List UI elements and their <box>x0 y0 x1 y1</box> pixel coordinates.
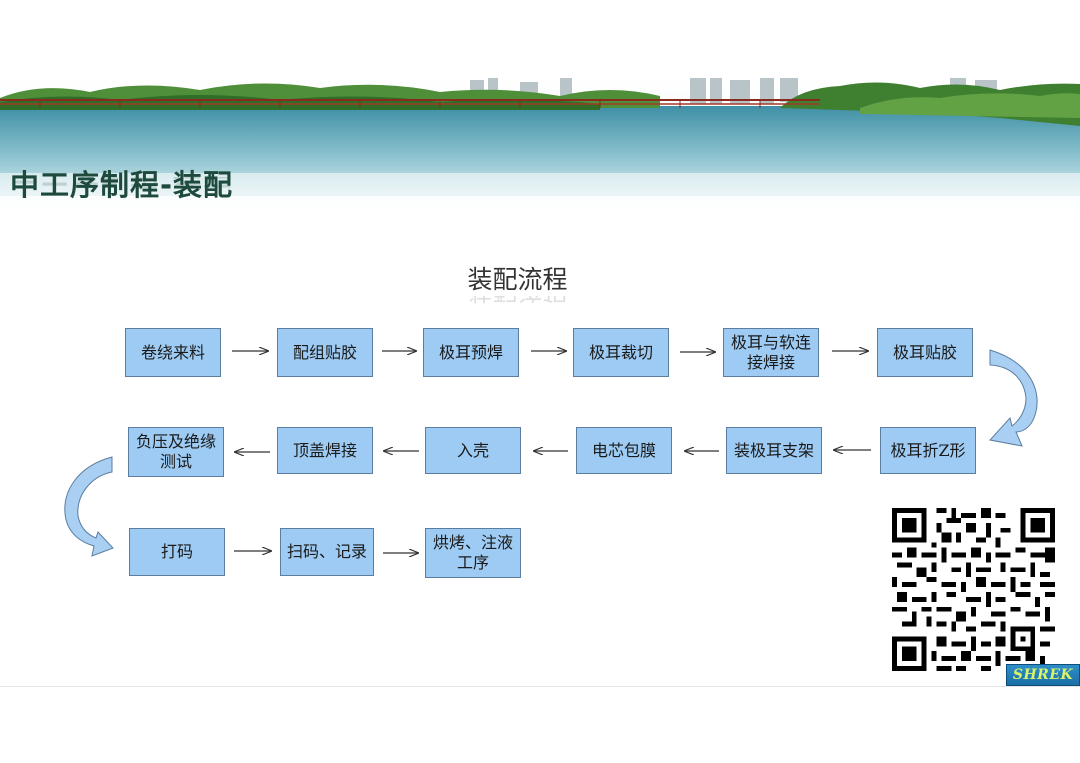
step-box-4: 极耳裁切 <box>573 328 669 377</box>
brand-logo: SHREK <box>1006 664 1080 686</box>
step-box-8: 装极耳支架 <box>726 427 822 474</box>
qr-code <box>892 508 1055 671</box>
landscape-banner-image <box>0 78 1080 218</box>
step-box-7: 极耳折Z形 <box>880 427 976 474</box>
step-box-5: 极耳与软连接焊接 <box>723 328 819 377</box>
curved-arrow-left <box>64 456 114 557</box>
qr-code-pattern <box>892 508 1055 671</box>
step-box-2: 配组贴胶 <box>277 328 373 377</box>
curved-arrow-right <box>989 349 1038 447</box>
step-box-10: 入壳 <box>425 427 521 474</box>
footer-divider <box>0 686 1080 687</box>
slide-title: 中工序制程-装配 <box>10 168 234 202</box>
step-box-12: 负压及绝缘测试 <box>128 427 224 477</box>
step-box-14: 扫码、记录 <box>280 528 374 576</box>
diagram-title-reflection: 装配流程 <box>440 296 595 310</box>
slide-title-reflection: 中工序制程-装配 <box>10 177 233 197</box>
step-box-6: 极耳贴胶 <box>877 328 973 377</box>
step-box-11: 顶盖焊接 <box>277 427 373 474</box>
diagram-title: 装配流程 <box>467 265 568 294</box>
step-box-9: 电芯包膜 <box>576 427 672 474</box>
landscape-banner <box>0 78 1080 218</box>
step-box-15: 烘烤、注液工序 <box>425 528 521 578</box>
step-box-3: 极耳预焊 <box>423 328 519 377</box>
step-box-1: 卷绕来料 <box>125 328 221 377</box>
step-box-13: 打码 <box>129 528 225 576</box>
